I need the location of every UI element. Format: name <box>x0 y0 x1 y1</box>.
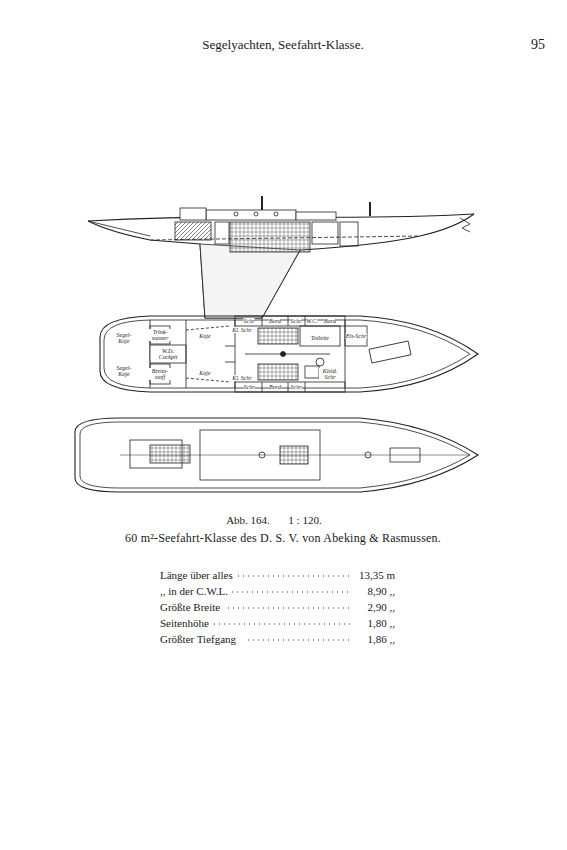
table-cell: 8,90 ,, <box>366 586 396 597</box>
room-label: Bord <box>324 318 336 324</box>
figure-caption: 60 m²-Seefahrt-Klasse des D. S. V. von A… <box>125 532 441 544</box>
running-head: 95 <box>529 38 545 52</box>
room-label: Bord <box>269 318 281 324</box>
table-cell: Größte Breite <box>160 602 222 613</box>
room-label: Schr <box>291 384 302 390</box>
room-label: Segel-Koje <box>113 365 135 377</box>
room-label: Koje <box>199 370 210 376</box>
room-label: Schr <box>291 318 302 324</box>
table-cell: 13,35 m <box>357 570 395 581</box>
table-cell: Seitenhöhe <box>160 618 211 629</box>
table-cell: 2,90 ,, <box>366 602 396 613</box>
room-label: Segel-Koje <box>113 332 135 344</box>
table-cell: Größter Tiefgang <box>160 634 238 645</box>
room-label: Koje <box>199 333 210 339</box>
room-label: Schr <box>244 318 255 324</box>
room-label: Schr <box>244 384 255 390</box>
room-label: Toilette <box>311 335 329 341</box>
table-cell: 1,80 ,, <box>366 618 396 629</box>
room-label: Trink-wasser <box>149 329 171 341</box>
figure-number: 1 : 120. <box>288 515 321 526</box>
table-cell: Länge über alles <box>160 570 235 581</box>
table-cell: 1,86 ,, <box>366 634 396 645</box>
figure-number: Abb. 164. <box>226 515 270 526</box>
table-cell: ,, in der C.W.L. <box>160 586 230 597</box>
running-head: Segelyachten, Seefahrt-Klasse. <box>202 38 363 51</box>
room-label: Kl. Schr <box>232 327 252 333</box>
room-label: Bord <box>269 384 281 390</box>
room-label: Eis-Schr <box>346 333 367 339</box>
room-label: W.D. Cockpit <box>157 348 179 360</box>
room-label: Brenn-stoff <box>149 368 171 380</box>
room-label: Kl. Schr <box>232 375 252 381</box>
room-label: Kleid. Schr <box>319 368 341 380</box>
room-label: W.C. <box>306 318 317 324</box>
